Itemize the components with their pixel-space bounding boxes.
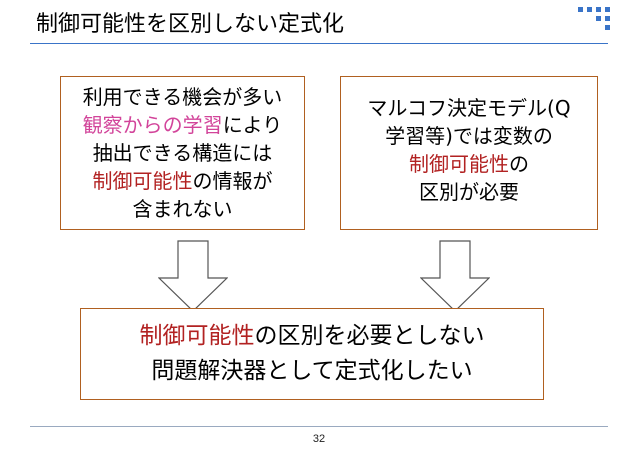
controllability-term: 制御可能性 — [409, 152, 509, 176]
right-box-line-4: 区別が必要 — [419, 180, 519, 204]
conclusion-line-1-rest: の区別を必要としない — [254, 323, 485, 349]
left-down-arrow — [158, 240, 228, 312]
right-box-line-1: マルコフ決定モデル(Q — [367, 96, 571, 120]
left-box-line-4: 制御可能性の情報が — [61, 167, 304, 195]
right-down-arrow — [420, 240, 490, 312]
right-box-line-2: 学習等)では変数の — [385, 124, 553, 148]
left-box-line-2-rest: により — [222, 113, 283, 137]
controllability-term: 制御可能性 — [92, 169, 193, 193]
corner-decoration — [578, 7, 610, 31]
conclusion-text-box: 制御可能性の区別を必要としない 問題解決器として定式化したい — [80, 308, 544, 400]
left-text-box: 利用できる機会が多い 観察からの学習により 抽出できる構造には 制御可能性の情報… — [60, 76, 305, 230]
left-box-line-2: 観察からの学習により — [61, 111, 304, 139]
conclusion-line-1: 制御可能性の区別を必要としない — [81, 319, 543, 354]
page-number: 32 — [312, 433, 326, 445]
left-box-line-3: 抽出できる構造には — [92, 141, 273, 165]
footer-rule — [30, 426, 608, 427]
controllability-term: 制御可能性 — [139, 323, 255, 349]
left-box-line-5: 含まれない — [132, 197, 233, 221]
right-box-line-3: 制御可能性の — [341, 150, 597, 178]
left-box-line-4-rest: の情報が — [192, 169, 273, 193]
conclusion-line-2: 問題解決器として定式化したい — [151, 358, 473, 384]
title-underline — [30, 43, 608, 44]
right-text-box: マルコフ決定モデル(Q 学習等)では変数の 制御可能性の 区別が必要 — [340, 76, 598, 230]
slide-title: 制御可能性を区別しない定式化 — [36, 12, 345, 37]
left-box-line-1: 利用できる機会が多い — [82, 85, 283, 109]
right-box-line-3-rest: の — [509, 152, 529, 176]
observational-learning-term: 観察からの学習 — [82, 113, 223, 137]
